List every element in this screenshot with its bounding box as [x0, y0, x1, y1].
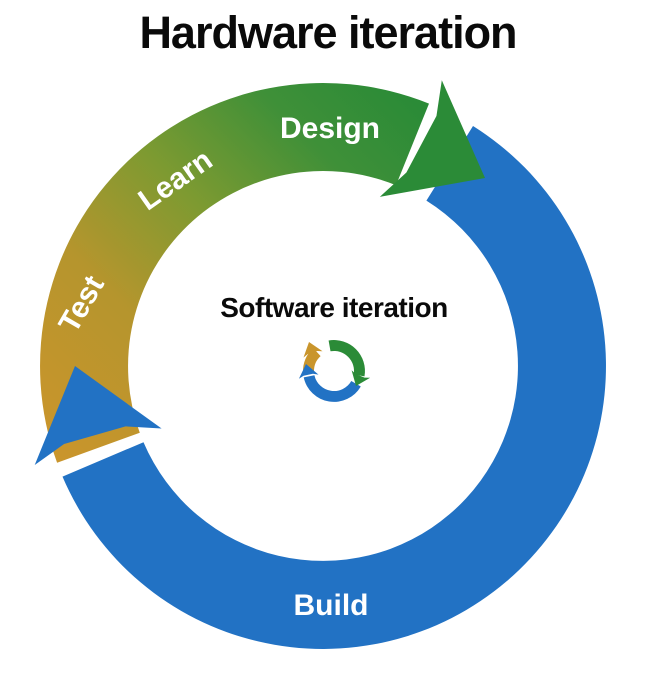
mini-blue-arrowhead-icon — [298, 364, 319, 379]
page-title: Hardware iteration — [139, 7, 516, 58]
iteration-cycle-icon — [298, 340, 371, 402]
mini-green-arrowhead-icon — [351, 370, 371, 386]
cycle-arc-build — [62, 126, 606, 649]
build-arrowhead-icon — [34, 366, 162, 465]
design-arrowhead-icon — [379, 80, 485, 197]
mini-arc-green — [328, 340, 365, 377]
stage-label-design: Design — [280, 112, 380, 145]
inner-title: Software iteration — [220, 292, 447, 323]
mini-gold-arrowhead-icon — [303, 342, 323, 358]
stage-label-build: Build — [294, 589, 369, 622]
cycle-arc-test-learn-design — [40, 83, 430, 463]
mini-arc-blue — [303, 375, 361, 402]
